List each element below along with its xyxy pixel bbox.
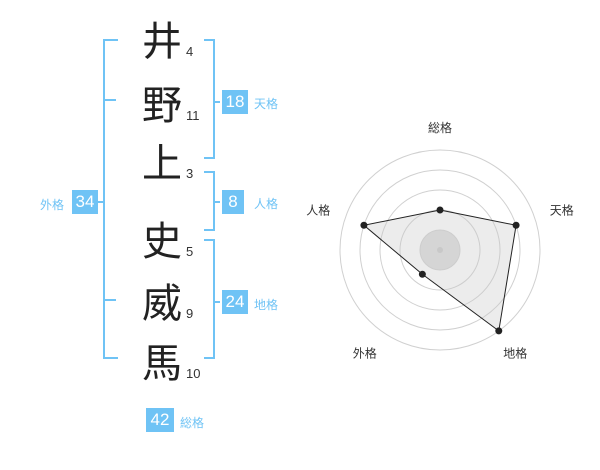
chikaku-label: 地格 [254, 298, 279, 312]
stroke-count-3: 3 [186, 166, 194, 181]
name-char-1: 井 [142, 19, 182, 65]
radar-axis-label-4: 人格 [306, 202, 330, 217]
chikaku-value: 24 [222, 290, 248, 314]
stroke-count-2: 11 [186, 108, 200, 123]
stroke-count-4: 5 [186, 244, 194, 259]
jinkaku-value: 8 [222, 190, 244, 214]
radar-polygon [362, 209, 517, 332]
name-char-6: 馬 [142, 341, 182, 387]
jinkaku-label: 人格 [254, 197, 279, 211]
radar-point-外格 [418, 270, 426, 278]
radar-axis-label-1: 天格 [550, 202, 574, 217]
radar-ring-3 [379, 189, 501, 311]
tenkaku-bracket [204, 39, 215, 159]
stroke-count-1: 4 [186, 44, 194, 59]
chikaku-bracket [204, 239, 215, 359]
radar-point-地格 [495, 327, 503, 335]
stroke-count-6: 10 [186, 366, 201, 381]
radar-point-人格 [360, 221, 368, 229]
name-char-5: 威 [142, 281, 182, 327]
radar-axis-label-0: 総格 [428, 120, 452, 135]
name-char-2: 野 [142, 83, 182, 129]
radar-point-総格 [436, 206, 444, 214]
stroke-count-5: 9 [186, 306, 194, 321]
soukaku-value: 42 [146, 408, 174, 432]
tenkaku-label: 天格 [254, 97, 279, 111]
radar-center-dot [437, 247, 443, 253]
radar-axis-label-2: 地格 [503, 346, 527, 361]
radar-ring-5 [339, 149, 541, 351]
gaikaku-label: 外格 [40, 198, 65, 212]
tenkaku-value: 18 [222, 90, 248, 114]
gaikaku-value: 34 [72, 190, 98, 214]
radar-point-天格 [512, 221, 520, 229]
name-char-4: 史 [142, 219, 182, 265]
radar-ring-4 [359, 169, 521, 331]
gaikaku-bracket [103, 39, 118, 359]
name-char-3: 上 [142, 141, 182, 187]
soukaku-label: 総格 [180, 416, 205, 430]
radar-axis-label-3: 外格 [353, 346, 377, 361]
